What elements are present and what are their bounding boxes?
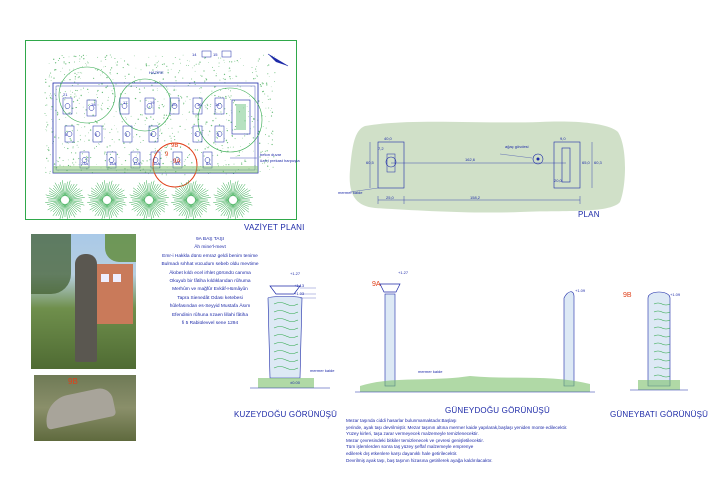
plan-title: PLAN (578, 210, 600, 219)
kaide-label-ne: mermer kaide (310, 368, 335, 373)
elev-sw-109: +1.09 (670, 292, 681, 297)
grave-label: 5 (65, 132, 68, 137)
inscription-line: Âkıbet kıldı ecel irhlet göründü canıma (169, 270, 251, 276)
inscription-line: Emr-i Hakkla dünü emraz geldi benim teni… (162, 253, 258, 259)
grave-label: 15A (109, 161, 117, 166)
inscription-line: Tapra Sienedât Odası ketebesi (177, 295, 243, 301)
dim-left-top: 40,0 (384, 136, 392, 141)
elev-ne-127: +1.27 (290, 271, 301, 276)
grave-label: 23A (81, 161, 89, 166)
site-plan-title: VAZİYET PLANI (244, 223, 305, 232)
grave-label: 11A (153, 161, 160, 166)
ne-elevation-title: KUZEYDOĞU GÖRÜNÜŞÜ (234, 410, 338, 419)
inscription-line: hûlefasından es-Seyyid Mustafa Âsım (169, 304, 251, 310)
grave-label: 18 (91, 102, 96, 107)
plan-panel: ağaç gövdesi mermer kaide 162,6 158,2 25… (338, 118, 630, 218)
note-line: yerinde, ayak taşı devrilmiştir. Mezar t… (346, 424, 568, 430)
grave-label: 3 (217, 132, 220, 137)
tree-trunk-label: ağaç gövdesi (505, 144, 529, 149)
grave-label: 8A (206, 161, 211, 166)
wall-note-2: üzeri prekast harpuşta (260, 158, 300, 163)
grave-label: 1 (125, 132, 128, 137)
plan-drawing (349, 121, 625, 213)
inscription-title: 9A BAŞ TAŞI (195, 237, 225, 242)
elev-label-9b: 9B (623, 292, 632, 299)
dim-left-bottom: 25,0 (386, 195, 394, 200)
dim-bottom: 158,2 (470, 195, 481, 200)
kaide-label-se: mermer kaide (418, 369, 443, 374)
highlight-9b: 9B (171, 143, 179, 149)
elevations-drawing (250, 283, 688, 393)
sw-elevation-title: GÜNEYBATI GÖRÜNÜŞÜ (610, 410, 709, 419)
legend-14: 14 (192, 52, 197, 57)
hazire-label: HAZİRE (149, 70, 164, 75)
grave-label: 5 (150, 132, 153, 137)
inscription-block: 9A BAŞ TAŞI Âh mine'l-mevt Emr-i Hakkla … (145, 236, 275, 328)
note-line: Devrilmiş ayak taşı, baş taşının hizasın… (346, 457, 493, 463)
inscription-line: Bulmadı sıhhat vücudum sebeb oldu mevtim… (161, 262, 259, 268)
grave-label: 20 (172, 102, 177, 107)
highlight-9a: 9A (173, 159, 181, 165)
note-line: edilerek dış etkenlere karşı dayanıklı h… (346, 450, 458, 456)
dim-side-right: 65,0 (582, 160, 590, 165)
legend-15: 15 (213, 52, 218, 57)
note-line: Yüzey kirleri, taşa zarar vermeyecek mal… (346, 431, 479, 437)
wall-note-1: beton duvar (260, 152, 282, 157)
north-arrow-icon (267, 53, 289, 67)
inscription-line: Efendinin rûhuna rızaen lillahi fâtiha (171, 312, 248, 318)
inscription-line: Âh mine'l-mevt (194, 245, 226, 251)
grave-label: 6 (95, 132, 98, 137)
grave-label: 17 (123, 100, 128, 105)
se-elevation (355, 283, 595, 393)
note-line: Tüm işlemlerden sonra taş yüzey şeffaf m… (346, 444, 474, 450)
grave-label: 9A (175, 161, 180, 166)
inscription-line: Merhûm ve mağfûr Evkâf-Hümâyûn (172, 287, 248, 293)
elev-se-127: +1.27 (398, 270, 409, 275)
inscription-line: fi 5 Rabiülevvel sene 1294 (181, 321, 239, 327)
elev-ne-000: ±0.00 (290, 380, 300, 385)
note-line: Mezar çevresindeki bitkiler temizlenecek… (346, 437, 484, 443)
photo-headstone-9b: 9B (34, 375, 136, 441)
photo-label-9b: 9B (68, 377, 78, 386)
dim-side-left: 60,5 (366, 160, 374, 165)
elev-ne-113: +1.13 (294, 283, 305, 288)
dim-right-inner: 20,0 (554, 178, 562, 183)
photo-headstone-9a (31, 234, 136, 369)
grave-label: 16 (197, 102, 202, 107)
headstone-9a (75, 254, 97, 362)
inscription-line: Okuyub bir fâtiha kıldıklarıdan rûhuma (169, 279, 251, 285)
ne-elevation (250, 285, 330, 389)
dim-right-side: 60,3 (594, 160, 602, 165)
marble-base-label: mermer kaide (338, 190, 363, 195)
grave-label: 12A (133, 161, 141, 166)
se-elevation-title: GÜNEYDOĞU GÖRÜNÜŞÜ (445, 406, 550, 415)
site-plan-drawing (25, 40, 297, 220)
elev-se-109: +1.09 (575, 288, 586, 293)
dim-left-inner: 7,2 (378, 146, 384, 151)
notes-block: Mezar taşında ciddi hasarlar bulunmamakt… (346, 418, 567, 464)
elev-ne-103: +1.03 (294, 291, 305, 296)
elev-label-9a: 9A (372, 281, 381, 288)
grave-label: 14 (215, 102, 220, 107)
dim-right-top: 9,0 (560, 136, 566, 141)
grave-label: 21 (63, 92, 68, 97)
grave-label: 2 (195, 132, 198, 137)
dim-top: 162,6 (465, 157, 476, 162)
note-line: Mezar taşında ciddi hasarlar bulunmamakt… (346, 418, 457, 423)
grave-label: 19 (150, 100, 155, 105)
site-plan-panel: HAZİRE 14 15 beton duvar üzeri prekast h… (25, 40, 300, 220)
highlight-9: 9 (165, 152, 169, 158)
sw-elevation (630, 291, 688, 391)
